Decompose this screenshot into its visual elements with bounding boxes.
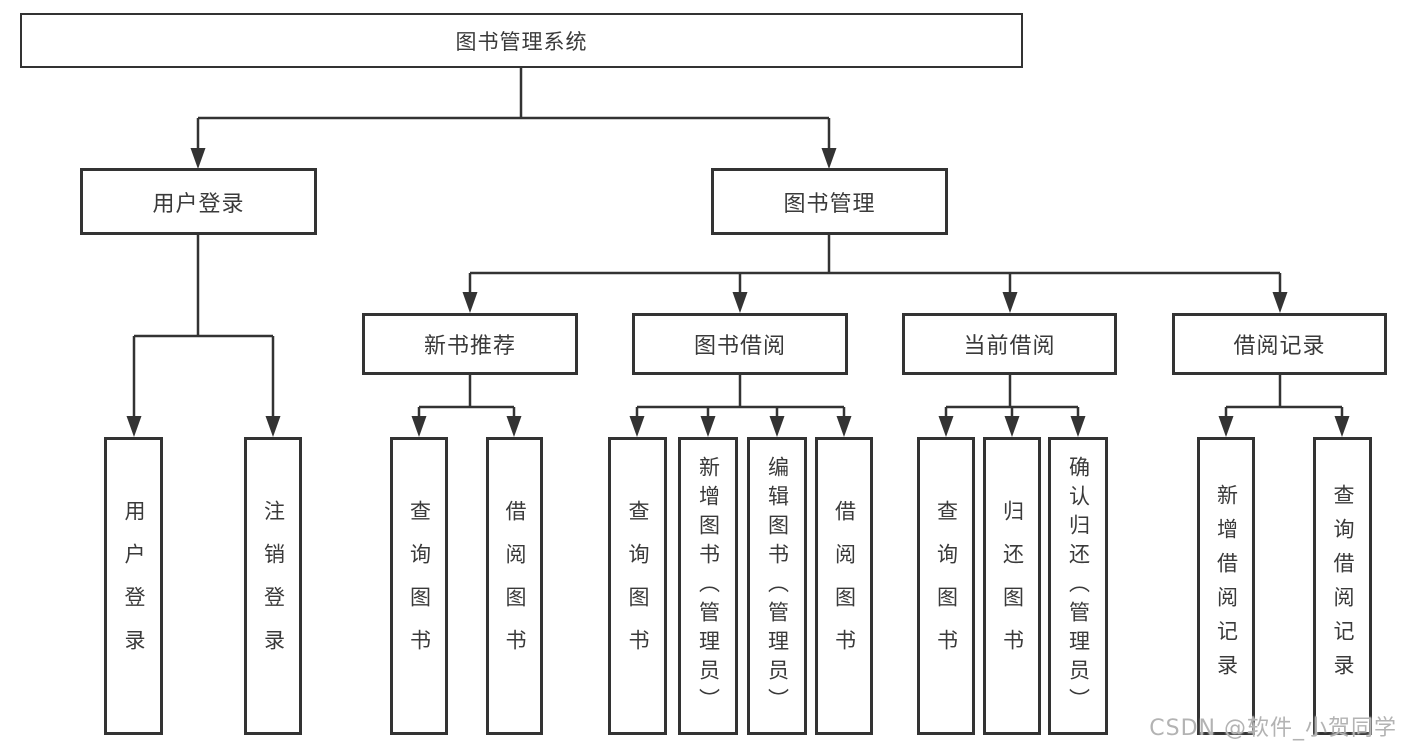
node-book-borrow: 图书借阅 bbox=[632, 313, 848, 375]
node-leaf-logout-label: 注销登录 bbox=[261, 500, 286, 672]
node-leaf-confirm-return-admin-label: 确认归还（管理员） bbox=[1066, 455, 1091, 717]
node-leaf-borrow-query-books-label: 查询图书 bbox=[626, 500, 650, 672]
node-leaf-add-borrow-record: 新增借阅记录 bbox=[1197, 437, 1255, 735]
connector-user-login-children bbox=[132, 235, 275, 420]
node-leaf-user-login-label: 用户登录 bbox=[122, 500, 146, 672]
connector-root-to-level2 bbox=[196, 68, 831, 150]
node-leaf-edit-books-admin: 编辑图书（管理员） bbox=[747, 437, 807, 735]
connector-current-borrow-children bbox=[944, 375, 1080, 420]
connector-book-borrow-children bbox=[635, 375, 846, 420]
connector-borrow-records-children bbox=[1224, 375, 1344, 420]
node-leaf-return-books: 归还图书 bbox=[983, 437, 1041, 735]
node-leaf-recommend-borrow-books: 借阅图书 bbox=[486, 437, 543, 735]
node-library-system-label: 图书管理系统 bbox=[455, 29, 588, 54]
node-leaf-current-query-books-label: 查询图书 bbox=[934, 500, 959, 672]
node-borrow-records-label: 借阅记录 bbox=[1233, 334, 1326, 359]
node-borrow-records: 借阅记录 bbox=[1172, 313, 1387, 375]
node-leaf-add-books-admin-label: 新增图书（管理员） bbox=[696, 455, 721, 717]
node-book-management-label: 图书管理 bbox=[783, 191, 876, 217]
node-leaf-query-borrow-record: 查询借阅记录 bbox=[1313, 437, 1372, 735]
node-leaf-edit-books-admin-label: 编辑图书（管理员） bbox=[765, 455, 790, 717]
node-leaf-recommend-query-books-label: 查询图书 bbox=[407, 500, 432, 672]
node-leaf-add-borrow-record-label: 新增借阅记录 bbox=[1214, 484, 1239, 688]
node-leaf-return-books-label: 归还图书 bbox=[1000, 500, 1025, 672]
node-leaf-user-login: 用户登录 bbox=[104, 437, 163, 735]
node-leaf-borrow-books-label: 借阅图书 bbox=[832, 500, 857, 672]
connector-book-management-children bbox=[468, 235, 1282, 294]
csdn-watermark: CSDN @软件_小贺同学 bbox=[1149, 716, 1397, 741]
node-leaf-current-query-books: 查询图书 bbox=[917, 437, 975, 735]
node-user-login-group-label: 用户登录 bbox=[152, 191, 245, 217]
node-book-management: 图书管理 bbox=[711, 168, 948, 235]
node-leaf-logout: 注销登录 bbox=[244, 437, 302, 735]
node-leaf-borrow-query-books: 查询图书 bbox=[608, 437, 667, 735]
connector-new-book-recommend-children bbox=[417, 375, 516, 420]
node-leaf-recommend-borrow-books-label: 借阅图书 bbox=[503, 500, 527, 672]
node-leaf-recommend-query-books: 查询图书 bbox=[390, 437, 448, 735]
node-new-book-recommend-label: 新书推荐 bbox=[423, 334, 516, 359]
node-new-book-recommend: 新书推荐 bbox=[362, 313, 578, 375]
node-leaf-borrow-books: 借阅图书 bbox=[815, 437, 873, 735]
node-current-borrow: 当前借阅 bbox=[902, 313, 1117, 375]
node-current-borrow-label: 当前借阅 bbox=[963, 334, 1056, 359]
node-leaf-add-books-admin: 新增图书（管理员） bbox=[678, 437, 738, 735]
node-user-login-group: 用户登录 bbox=[80, 168, 317, 235]
arrowheads bbox=[126, 148, 1350, 437]
node-book-borrow-label: 图书借阅 bbox=[693, 334, 786, 359]
node-leaf-query-borrow-record-label: 查询借阅记录 bbox=[1331, 484, 1355, 688]
node-leaf-confirm-return-admin: 确认归还（管理员） bbox=[1048, 437, 1108, 735]
node-library-system: 图书管理系统 bbox=[20, 13, 1023, 68]
